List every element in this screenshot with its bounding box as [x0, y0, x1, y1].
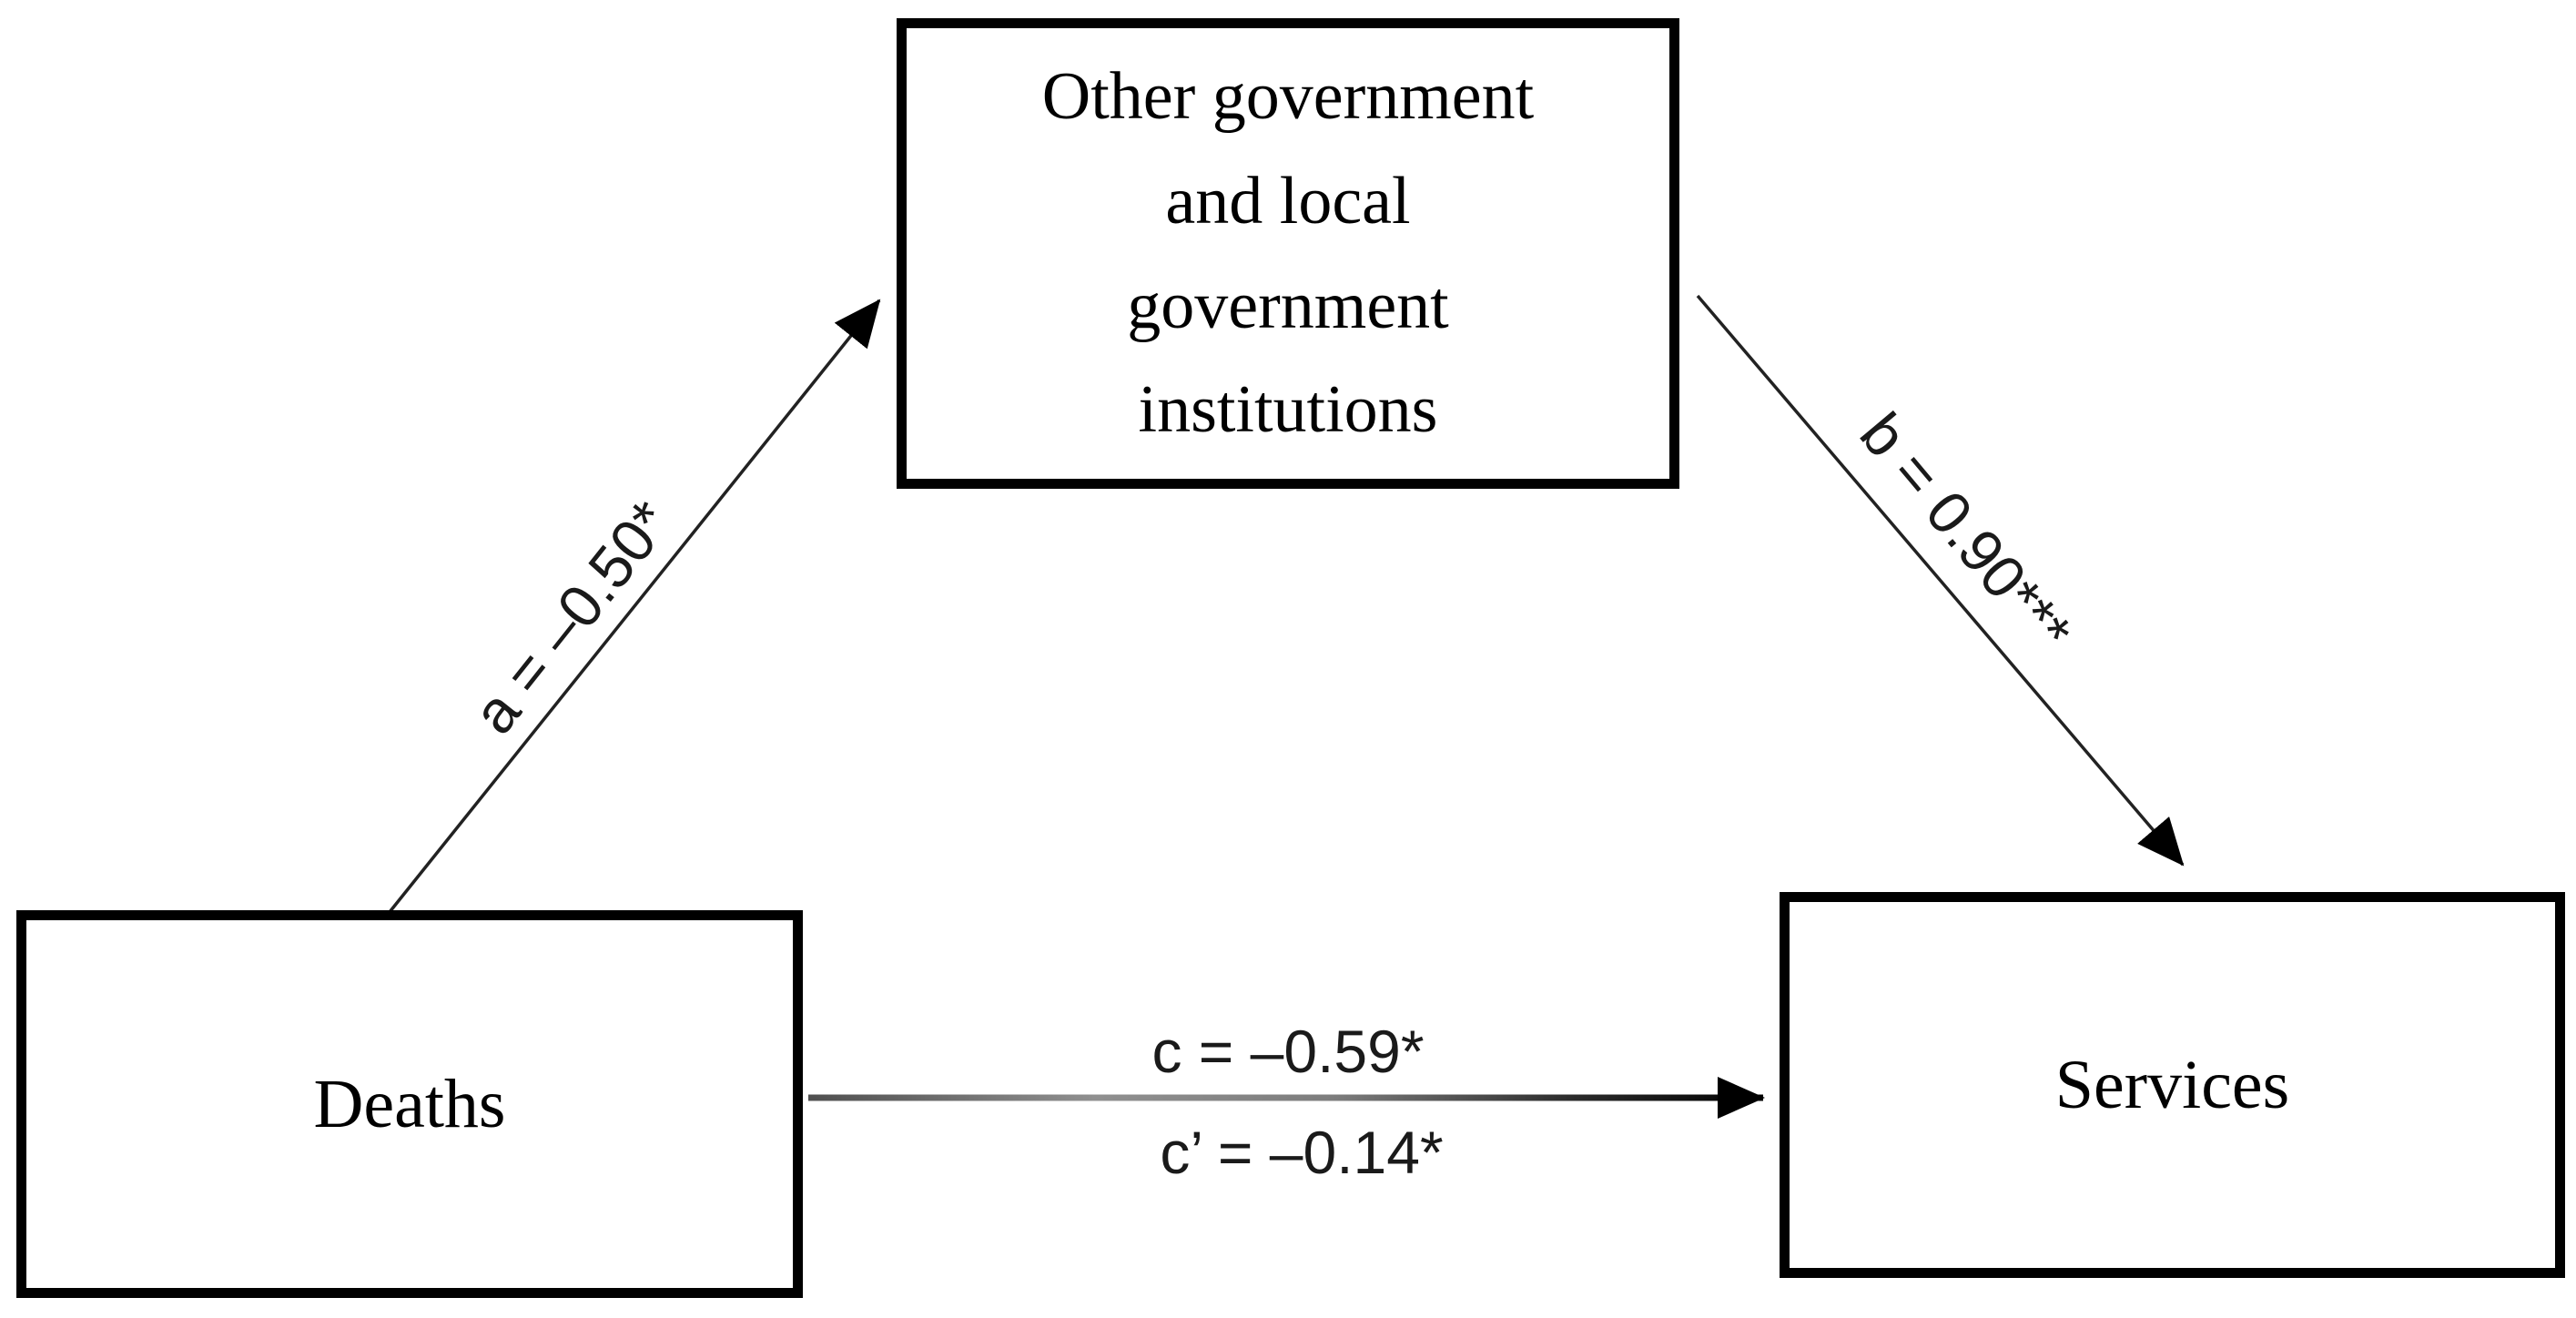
- mediator-box: Other government and local government in…: [897, 18, 1679, 489]
- mediator-label-line: institutions: [1138, 372, 1438, 448]
- mediator-label-line: government: [1127, 268, 1449, 343]
- mediator-label-line: Other government: [1041, 59, 1535, 135]
- path-c-prime-coefficient-label: c’ = –0.14*: [1160, 1119, 1444, 1186]
- path-a-arrow: [388, 299, 881, 914]
- outcome-label: Services: [2054, 1046, 2290, 1123]
- path-c-coefficient-label: c = –0.59*: [1151, 1018, 1425, 1085]
- predictor-box-deaths: Deaths: [16, 910, 803, 1298]
- predictor-label: Deaths: [313, 1065, 506, 1142]
- outcome-box-services: Services: [1780, 892, 2565, 1278]
- mediator-label-line: and local: [1165, 163, 1411, 238]
- path-b-arrow: [1696, 294, 2185, 867]
